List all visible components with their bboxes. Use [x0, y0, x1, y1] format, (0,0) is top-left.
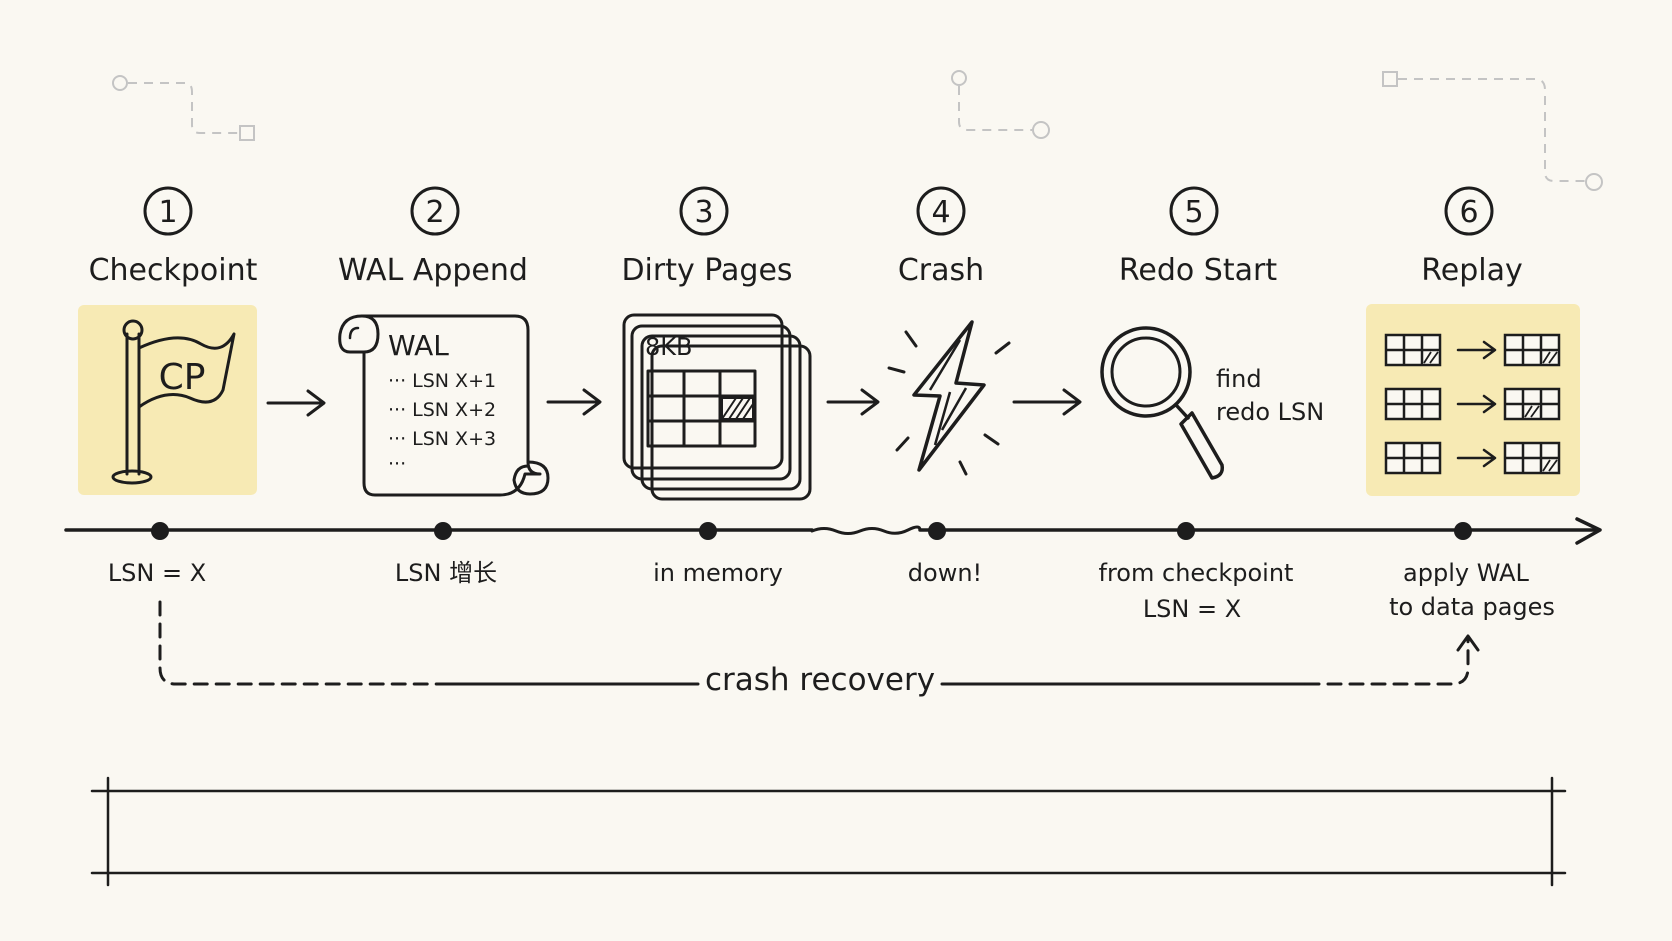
data-page-grid-lines	[1386, 389, 1440, 419]
timeline	[64, 517, 1602, 545]
step-2-header: 2 WAL Append	[338, 186, 528, 288]
wal-line: ··· LSN X+1	[388, 370, 496, 392]
modified-cell-hatch	[1524, 405, 1540, 418]
data-page-grid-lines	[1386, 443, 1440, 473]
wal-line: ··· LSN X+3	[388, 428, 496, 450]
timeline-marker	[151, 522, 169, 540]
step-caption: LSN = X	[108, 559, 206, 587]
step-3-header: 3 Dirty Pages	[621, 186, 793, 288]
replay-grid-rows	[1384, 333, 1561, 475]
modified-cell-hatch	[1542, 459, 1558, 472]
flag-label: CP	[159, 357, 206, 398]
step-caption: down!	[908, 559, 982, 587]
modified-cell-hatch	[1542, 351, 1558, 364]
step-5-header: 5 Redo Start	[1119, 186, 1277, 288]
step-number: 3	[694, 195, 713, 230]
flow-arrows	[266, 388, 1082, 417]
checkpoint-flag-illustration: CP	[78, 305, 257, 495]
data-page-grid-lines	[1505, 389, 1559, 419]
replay-arrow	[1456, 340, 1497, 360]
step-title: Replay	[1421, 253, 1522, 288]
step-caption: in memory	[653, 559, 783, 587]
step-caption: from checkpoint	[1099, 559, 1294, 587]
step-captions: LSN = X LSN 增长 in memory down! from chec…	[108, 559, 1555, 623]
step-caption: LSN = X	[1143, 595, 1241, 623]
crash-recovery-loop: crash recovery	[158, 600, 1480, 698]
timeline-marker	[699, 522, 717, 540]
empty-bottom-band	[90, 776, 1567, 887]
step-number: 2	[425, 195, 444, 230]
redo-note-line: find	[1216, 365, 1262, 393]
step-title: Checkpoint	[89, 253, 258, 288]
replay-arrow	[1456, 448, 1497, 468]
crash-lightning-illustration	[887, 320, 1011, 476]
data-page-grid-lines	[1505, 443, 1559, 473]
dirty-pages-illustration: 8KB	[622, 313, 812, 501]
redo-magnifier-illustration: find redo LSN	[1100, 326, 1324, 480]
data-page-grid-lines	[1505, 335, 1559, 365]
recovery-label: crash recovery	[705, 662, 935, 698]
wal-scroll-title: WAL	[388, 329, 449, 362]
step-title: Crash	[898, 253, 984, 288]
timeline-marker	[1454, 522, 1472, 540]
step-number: 5	[1184, 195, 1203, 230]
wal-line: ··· LSN X+2	[388, 399, 496, 421]
step-4-header: 4 Crash	[898, 186, 984, 288]
highlight-box	[78, 305, 257, 495]
timeline-marker	[434, 522, 452, 540]
timeline-marker	[1177, 522, 1195, 540]
replay-grids-illustration	[1366, 304, 1580, 496]
step-number: 4	[931, 195, 950, 230]
step-headers: 1 Checkpoint 2 WAL Append 3 Dirty Pages …	[89, 186, 1523, 288]
step-caption: apply WAL	[1403, 559, 1530, 587]
page-size-label: 8KB	[645, 333, 692, 361]
wal-line: ···	[388, 453, 406, 475]
step-number: 1	[158, 195, 177, 230]
step-caption: to data pages	[1389, 593, 1555, 621]
wal-scroll-illustration: WAL ··· LSN X+1 ··· LSN X+2 ··· LSN X+3 …	[338, 314, 550, 497]
step-6-header: 6 Replay	[1421, 186, 1523, 288]
step-1-header: 1 Checkpoint	[89, 186, 258, 288]
step-number: 6	[1459, 195, 1478, 230]
step-caption: LSN 增长	[395, 559, 497, 587]
redo-note-line: redo LSN	[1216, 398, 1324, 426]
data-page-grid-lines	[1386, 335, 1440, 365]
step-title: WAL Append	[338, 253, 528, 288]
decorative-connectors	[112, 70, 1603, 191]
step-title: Dirty Pages	[621, 253, 792, 288]
timeline-marker	[928, 522, 946, 540]
replay-arrow	[1456, 394, 1497, 414]
modified-cell-hatch	[1423, 351, 1439, 364]
dirty-cell-hatch	[721, 397, 754, 420]
step-title: Redo Start	[1119, 253, 1277, 288]
